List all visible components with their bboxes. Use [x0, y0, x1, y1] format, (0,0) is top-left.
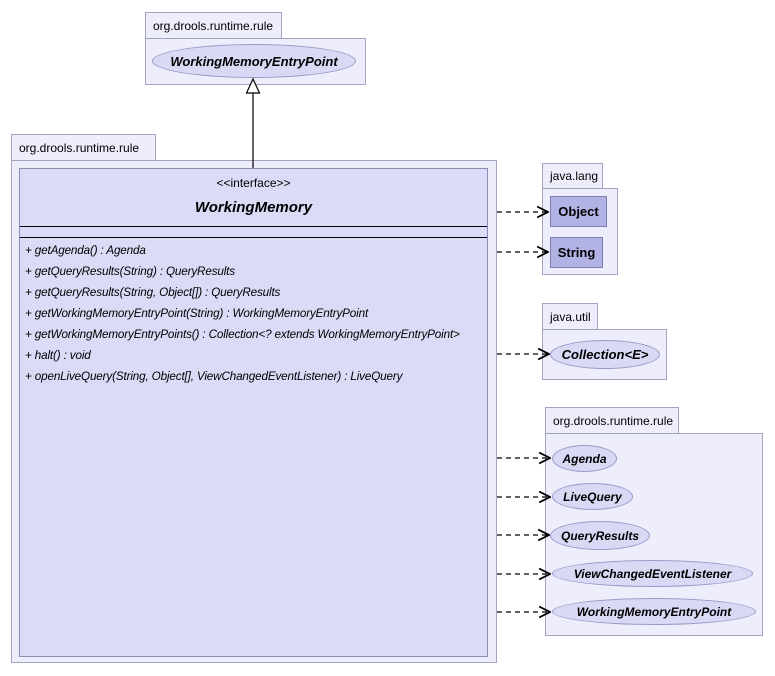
node-working-memory-entry-point-ref[interactable]: WorkingMemoryEntryPoint — [552, 598, 756, 625]
attributes-separator — [20, 226, 487, 227]
node-working-memory-entry-point-top[interactable]: WorkingMemoryEntryPoint — [152, 44, 356, 78]
class-object[interactable]: Object — [550, 196, 607, 227]
interface-working-memory[interactable]: <<interface>> WorkingMemory + getAgenda(… — [19, 168, 488, 657]
node-live-query-label: LiveQuery — [563, 489, 622, 504]
class-string[interactable]: String — [550, 237, 603, 268]
java-lang-package-name: java.lang — [550, 169, 599, 183]
method-open-live-query[interactable]: + openLiveQuery(String, Object[], ViewCh… — [25, 370, 403, 383]
main-package-tab: org.drools.runtime.rule — [11, 134, 156, 161]
method-get-query-results-string[interactable]: + getQueryResults(String) : QueryResults — [25, 265, 235, 278]
node-query-results-label: QueryResults — [560, 528, 640, 543]
method-get-working-memory-entry-points[interactable]: + getWorkingMemoryEntryPoints() : Collec… — [25, 328, 460, 341]
class-object-label: Object — [558, 204, 599, 219]
top-package-tab: org.drools.runtime.rule — [145, 12, 282, 39]
node-agenda-label: Agenda — [562, 451, 607, 466]
methods-separator — [20, 237, 487, 238]
node-collection[interactable]: Collection<E> — [550, 340, 660, 369]
node-view-changed-event-listener-label: ViewChangedEventListener — [573, 566, 732, 581]
method-get-agenda[interactable]: + getAgenda() : Agenda — [25, 244, 146, 257]
interface-name: WorkingMemory — [194, 199, 313, 216]
method-list: + getAgenda() : Agenda + getQueryResults… — [25, 240, 487, 387]
node-live-query[interactable]: LiveQuery — [552, 483, 633, 510]
top-package-name: org.drools.runtime.rule — [153, 18, 274, 33]
node-view-changed-event-listener[interactable]: ViewChangedEventListener — [552, 560, 753, 587]
main-package-name: org.drools.runtime.rule — [19, 140, 140, 155]
java-util-package-tab: java.util — [542, 303, 598, 330]
java-util-package-name: java.util — [550, 309, 591, 324]
java-lang-package-tab: java.lang — [542, 163, 603, 189]
method-halt[interactable]: + halt() : void — [25, 349, 91, 362]
node-working-memory-entry-point-ref-label: WorkingMemoryEntryPoint — [576, 604, 732, 619]
class-string-label: String — [557, 245, 596, 260]
interface-stereotype: <<interface>> — [216, 176, 291, 190]
node-agenda[interactable]: Agenda — [552, 445, 617, 472]
node-label: WorkingMemoryEntryPoint — [170, 53, 338, 69]
method-get-working-memory-entry-point[interactable]: + getWorkingMemoryEntryPoint(String) : W… — [25, 307, 369, 320]
node-collection-label: Collection<E> — [561, 347, 649, 362]
ref-package-name: org.drools.runtime.rule — [553, 413, 674, 428]
ref-package-tab: org.drools.runtime.rule — [545, 407, 679, 434]
node-query-results[interactable]: QueryResults — [550, 521, 650, 550]
method-get-query-results-string-object[interactable]: + getQueryResults(String, Object[]) : Qu… — [25, 286, 281, 299]
